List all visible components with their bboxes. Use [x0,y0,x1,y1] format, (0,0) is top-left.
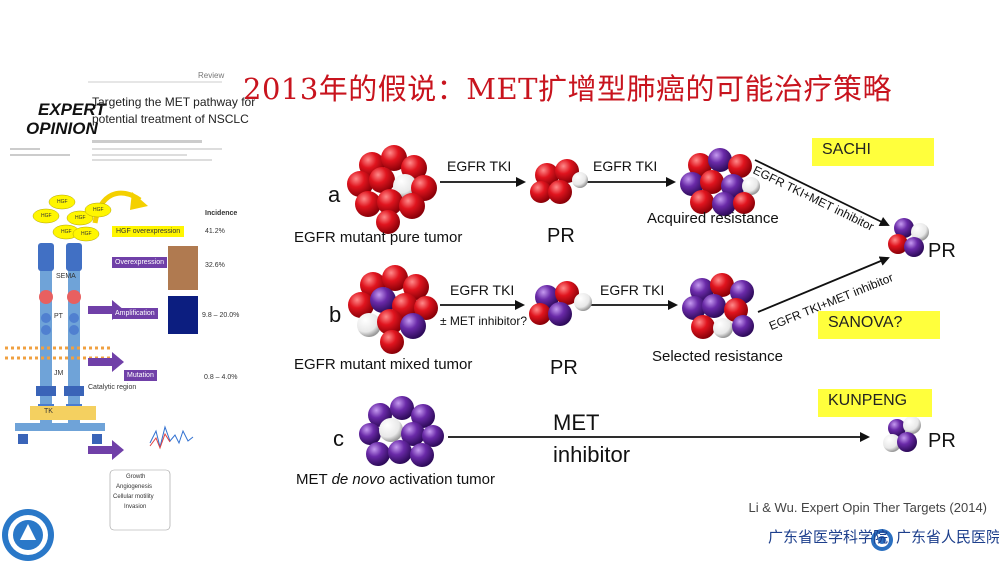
arrow-b1-sublabel: ± MET inhibitor? [440,314,528,328]
arrow-c-label-2: inhibitor [553,442,631,467]
tumor-b-label: EGFR mutant mixed tumor [294,356,473,373]
mutation-box: Mutation [124,370,157,381]
final-pr-label: PR [928,240,956,262]
tumor-c-label-post: activation tumor [384,471,495,488]
outcome-text: Cellular motility [113,494,154,500]
pr-c-label: PR [928,430,956,452]
trial-sanova-box: SANOVA? [818,311,940,339]
selected-resistance-label: Selected resistance [652,348,783,365]
outcome-text: Invasion [124,504,147,510]
row-b-letter: b [329,302,342,327]
tumor-c-cluster [359,396,444,467]
journal-name-1: EXPERT [38,100,106,119]
journal-name-2: OPINION [26,119,98,138]
row-c-letter: c [333,426,344,451]
jm-label: JM [54,370,64,377]
arrow-b2-label: EGFR TKI [600,282,665,298]
hgf-label: HGF [57,199,68,205]
arrow-b3 [757,256,890,313]
paper-figure [5,81,222,531]
trial-sachi-box: SACHI [812,138,934,166]
tumor-c-label-italic: de novo [331,471,385,488]
incidence-value: 0.8 – 4.0% [204,374,238,381]
pt-label: PT [54,313,63,320]
slide-title: 2013年的假说：MET扩增型肺癌的可能治疗策略 [243,72,893,106]
row-a-letter: a [328,182,341,207]
paper-thumbnail: EXPERT OPINION Review Targeting the MET … [0,68,255,538]
review-tag: Review [198,71,225,80]
institute-name-1: 广东省医学科学院 [768,528,889,546]
incidence-value: 9.8 – 20.0% [202,312,240,319]
hospital-emblem [871,529,893,551]
tk-label: TK [44,408,53,415]
hgf-label: HGF [41,213,52,219]
left-hospital-logo [2,509,54,561]
arrow-a2-label: EGFR TKI [593,158,658,174]
met-receptor-schematic [5,190,198,531]
tumor-a-label: EGFR mutant pure tumor [294,229,463,246]
pr-c-cluster [883,416,921,452]
tumor-a-cluster [347,145,437,234]
pr-b-label: PR [550,357,578,379]
hgf-label: HGF [75,215,86,221]
arrow-a3 [754,159,890,226]
incidence-value: 41.2% [205,228,225,235]
selected-resistance-cluster [682,273,754,339]
tumor-b-cluster [348,265,438,354]
arrow-a1-label: EGFR TKI [447,158,512,174]
citation: Li & Wu. Expert Opin Ther Targets (2014) [748,500,987,515]
amplification-box: Amplification [112,308,158,319]
pr-a-label: PR [547,225,575,247]
pr-a-cluster [530,159,588,204]
outcome-text: Growth [126,474,146,480]
tumor-c-label-pre: MET [296,471,332,488]
hgf-overexpression-box: HGF overexpression [112,226,185,237]
pr-b-cluster [529,281,592,326]
tumor-c-label: MET de novo activation tumor [296,471,495,488]
incidence-header: Incidence [205,210,238,217]
institute-name-2: 广东省人民医院 [896,528,999,546]
trial-kunpeng-box: KUNPENG [818,389,932,417]
acquired-resistance-cluster [680,148,760,216]
sema-label: SEMA [56,273,76,280]
final-pr-cluster [888,218,929,257]
arrow-b1-label: EGFR TKI [450,282,515,298]
paper-title-1: Targeting the MET pathway for [92,95,256,109]
hgf-label: HGF [61,229,72,235]
catalytic-label: Catalytic region [88,384,137,391]
hgf-label: HGF [93,207,104,213]
acquired-resistance-label: Acquired resistance [647,210,779,227]
paper-title-2: potential treatment of NSCLC [92,112,249,126]
outcome-text: Angiogenesis [116,484,153,490]
incidence-value: 32.6% [205,262,225,269]
hgf-label: HGF [81,231,92,237]
overexpression-box: Overexpression [112,257,168,268]
arrow-c-label-1: MET [553,410,600,435]
